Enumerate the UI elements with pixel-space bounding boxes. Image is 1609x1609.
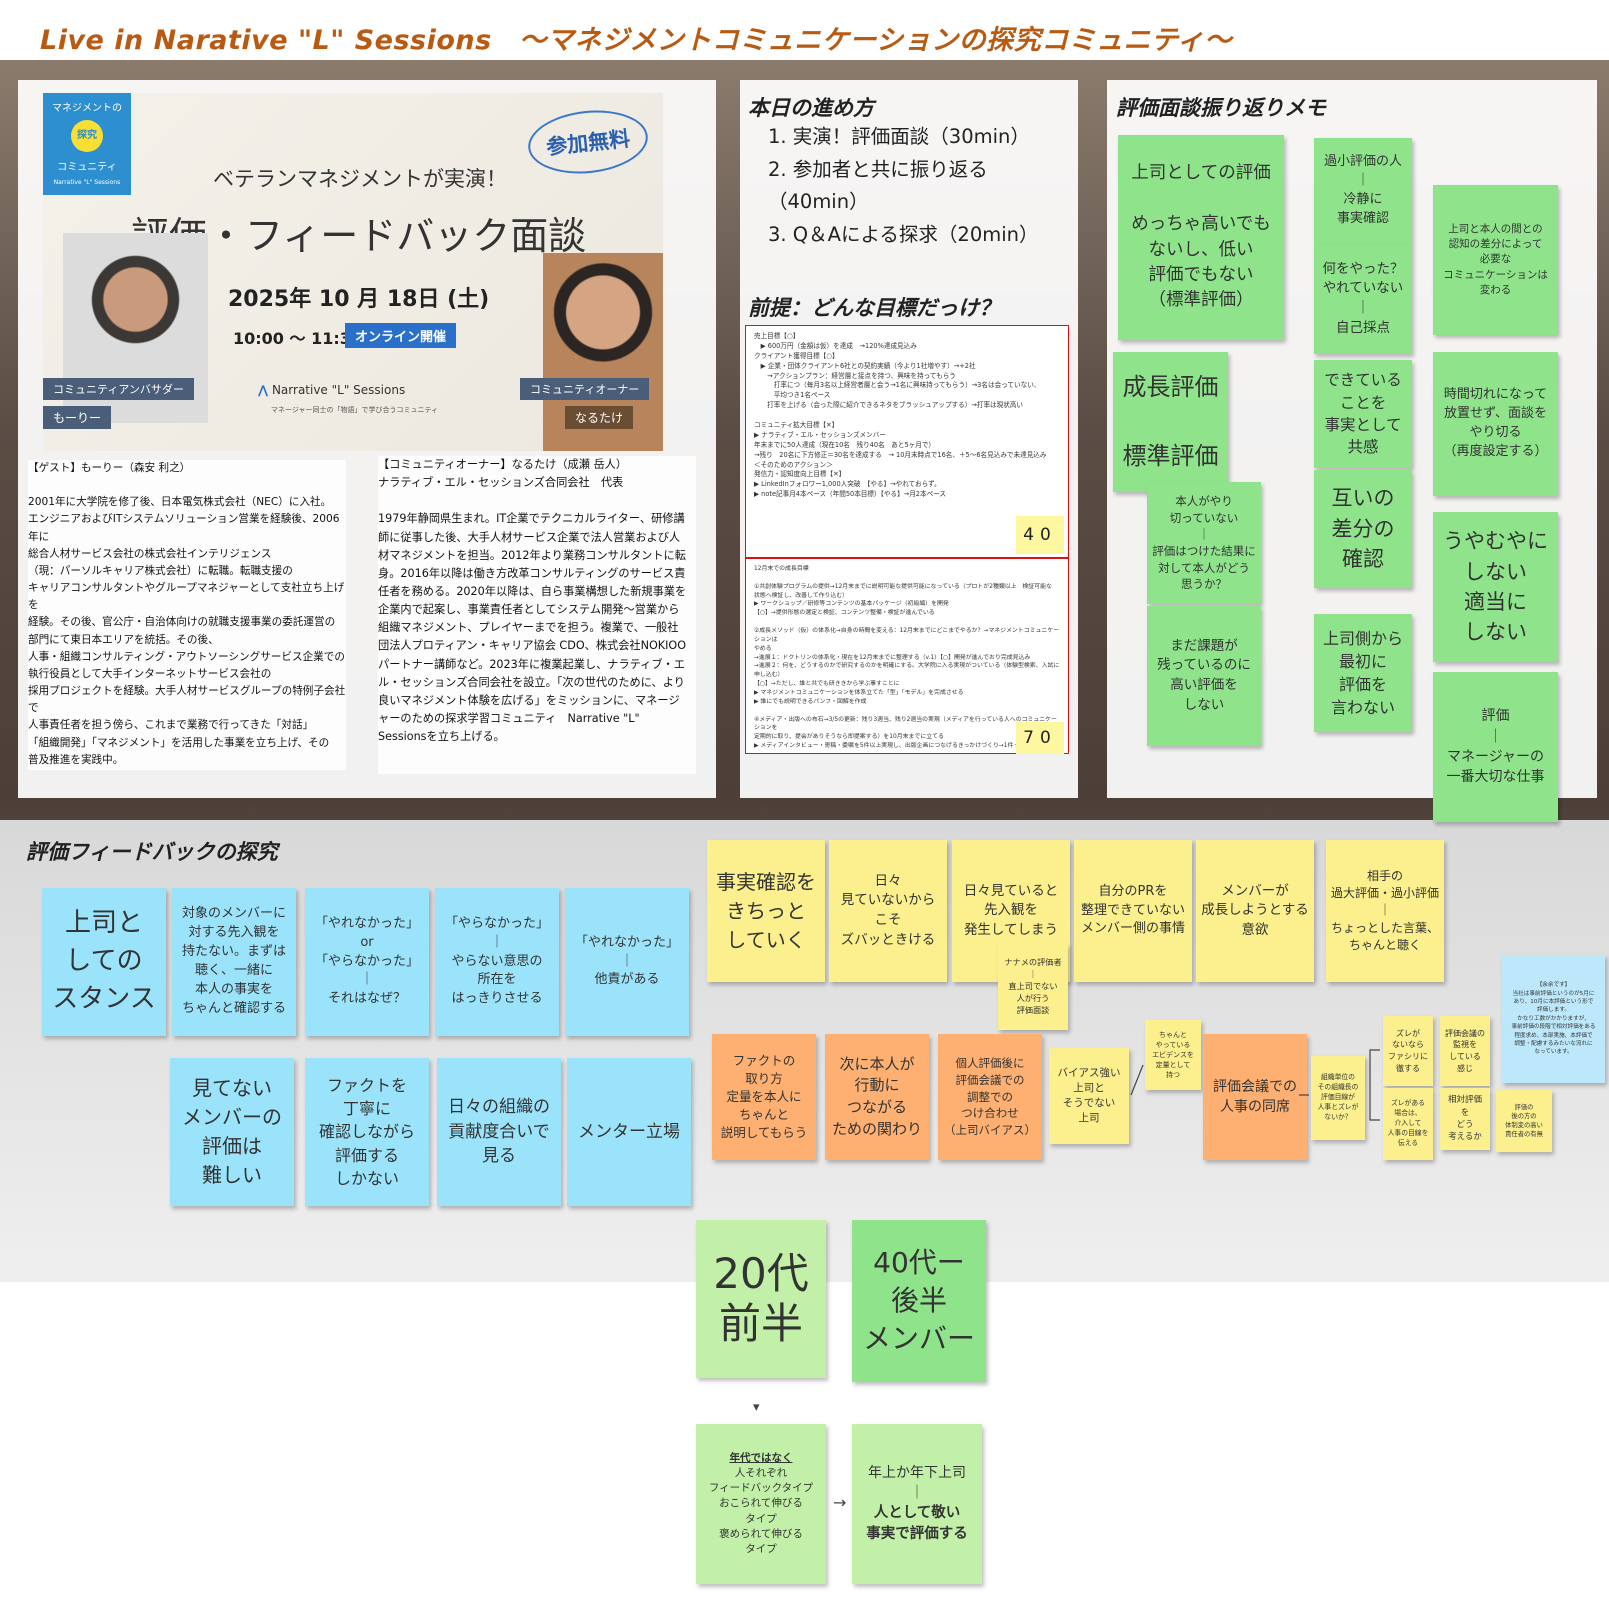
sticky-not-vague[interactable]: うやむやに しない 適当に しない	[1433, 512, 1558, 662]
flyer-logo: ⋀ Narrative "L" Sessions	[258, 383, 405, 397]
sticky-not-watching[interactable]: 日々 見ていないから こそ ズバッときける	[829, 840, 947, 982]
reflection-heading: 評価面談振り返りメモ	[1116, 96, 1326, 120]
sticky-fact-check[interactable]: 事実確認を きちっと していく	[707, 840, 825, 982]
logo-text: Narrative "L" Sessions	[271, 383, 406, 397]
sticky-fact-method[interactable]: ファクトの 取り方 定量を本人に ちゃんと 説明してもらう	[712, 1034, 816, 1160]
sticky-twenties[interactable]: 20代 前半	[696, 1220, 826, 1378]
page-title: Live in Narative "L" Sessions 〜マネジメントコミュ…	[40, 25, 1233, 56]
logo-icon: ⋀	[258, 383, 269, 397]
sticky-self-score[interactable]: 何をやった？ やれていない ｜ 自己採点	[1314, 244, 1412, 354]
flyer-time: 10:00 〜 11:30	[233, 329, 363, 348]
right-name-label: なるたけ	[565, 406, 634, 429]
respect-bold: 人として敬い 事実で評価する	[866, 1505, 968, 1543]
sticky-growth-motivation[interactable]: メンバーが 成長しようとする 意欲	[1196, 840, 1314, 982]
sticky-next-action[interactable]: 次に本人が 行動に つながる ための関わり	[825, 1034, 929, 1160]
right-arrow-icon: →	[833, 1493, 847, 1512]
connector-3	[1369, 1049, 1380, 1121]
sticky-hard-to-evaluate[interactable]: 見てない メンバーの 評価は 難しい	[170, 1058, 294, 1206]
online-badge: オンライン開催	[345, 323, 457, 348]
sticky-no-prejudice[interactable]: 対象のメンバーに 対する先入観を 持たない。まずは 聴く、一緒に 本人の事実を …	[172, 888, 296, 1036]
left-role-label: コミュニティアンバサダー	[43, 378, 194, 400]
explore-heading: 評価フィードバックの探究	[26, 840, 278, 864]
sticky-facilitate[interactable]: ズレが ないなら ファシリに 徹する	[1383, 1016, 1433, 1086]
sticky-relative-evaluation[interactable]: 相対評価を どう 考えるか	[1440, 1088, 1490, 1150]
sticky-check-facts[interactable]: ファクトを 丁寧に 確認しながら 評価する しかない	[305, 1058, 429, 1206]
sticky-mentor[interactable]: メンター立場	[567, 1058, 691, 1206]
right-role-label: コミュニティオーナー	[520, 378, 650, 400]
sticky-finish-interview[interactable]: 時間切れになって 放置せず、面談を やり切る （再度設定する）	[1433, 352, 1558, 496]
owner-bio: 【コミュニティオーナー】なるたけ（成瀬 岳人） ナラティブ・エル・セッションズ合…	[378, 456, 696, 774]
down-arrow-icon: ▾	[753, 1400, 760, 1415]
flyer-subtitle: ベテランマネジメントが実演！	[213, 167, 507, 191]
sticky-perception-gap[interactable]: 上司と本人の間との 認知の差分によって 必要な コミュニケーションは 変わる	[1433, 185, 1558, 335]
score-note-2: 70	[1016, 722, 1064, 754]
book-badge: 探究	[71, 120, 103, 152]
score-note-1: 40	[1016, 516, 1064, 554]
sticky-monitoring[interactable]: 評価会議の 監視を している 感じ	[1440, 1016, 1490, 1086]
book-line2: コミュニティ	[57, 162, 117, 173]
left-name-label: もーりー	[43, 406, 112, 429]
goal-text-1: 売上目標【○】 ▶ 600万円（金額は仮）を達成 →120%達成見込み クライア…	[754, 332, 1047, 499]
sticky-respect[interactable]: 年上か年下上司 ｜ 人として敬い 事実で評価する	[852, 1424, 982, 1584]
sticky-supervisor-evaluation[interactable]: 上司としての評価 めっちゃ高いでも ないし、低い 評価でもない （標準評価）	[1118, 135, 1284, 340]
sticky-remaining-issues[interactable]: まだ課題が 残っているのに 高い評価を しない	[1147, 606, 1261, 746]
sticky-not-done[interactable]: 本人がやり 切っていない ｜ 評価はつけた結果に 対して本人がどう 思うか？	[1147, 482, 1261, 604]
sticky-underestimate[interactable]: 過小評価の人 ｜ 冷静に 事実確認	[1314, 138, 1412, 244]
sticky-contribution[interactable]: 日々の組織の 貢献度合いで 見る	[437, 1058, 561, 1206]
book-line1: マネジメントの	[52, 103, 122, 114]
sticky-not-by-age[interactable]: 年代ではなく 人それぞれ フィードバックタイプ おこられて伸びる タイプ 褒めら…	[696, 1424, 826, 1584]
sticky-dont-speak-first[interactable]: 上司側から 最初に 評価を 言わない	[1314, 614, 1412, 732]
sticky-could-or-would[interactable]: 「やれなかった」 or 「やらなかった」 ｜ それはなぜ？	[305, 888, 429, 1036]
respect-top: 年上か年下上司 ｜	[868, 1464, 966, 1501]
sticky-post-responsible[interactable]: 評価の 後の方の 体制変の高い 責任者の有無	[1496, 1090, 1552, 1152]
sticky-alignment[interactable]: 組織単位の その組織長の 評価目線が 人事とズレが ないか？	[1311, 1056, 1365, 1140]
sticky-intervene[interactable]: ズレがある 場合は、 介入して 人事の目線を 伝える	[1383, 1088, 1433, 1160]
sticky-growth-evaluation[interactable]: 成長評価 標準評価	[1113, 352, 1228, 492]
flyer-logo-sub: マネージャー同士の「物語」で学び合うコミュニティ	[271, 406, 439, 414]
goal-box-1: 売上目標【○】 ▶ 600万円（金額は仮）を達成 →120%達成見込み クライア…	[745, 325, 1069, 558]
sticky-over-under[interactable]: 相手の 過大評価・過小評価 ｜ ちょっとした言葉、 ちゃんと聴く	[1326, 840, 1444, 982]
goal-text-2: 12月末での成長目標 ①共創体験プログラムの提供→12月末までに説明可能な提供可…	[754, 566, 1060, 750]
flyer-date: 2025年 10 月 18日 (土)	[228, 287, 490, 312]
not-by-age-body: 人それぞれ フィードバックタイプ おこられて伸びる タイプ 褒められて伸びる タ…	[708, 1466, 814, 1556]
sticky-could-not[interactable]: 「やれなかった」 ｜ 他責がある	[565, 888, 689, 1036]
sticky-biased-boss[interactable]: バイアス強い 上司と そうでない 上司	[1049, 1048, 1129, 1144]
sticky-company-note[interactable]: 【余余です】 当社は事前評価というのが5月に あり、10月に本評価という形で 評…	[1502, 955, 1605, 1083]
connector-1	[1130, 1064, 1144, 1096]
sticky-empathize[interactable]: できている ことを 事実として 共感	[1314, 360, 1412, 468]
sticky-self-pr[interactable]: 自分のPRを 整理できていない メンバー側の事情	[1074, 840, 1192, 982]
sticky-evidence[interactable]: ちゃんと やっている エビデンスを 定量として 持つ	[1145, 1020, 1201, 1090]
event-flyer: マネジメントの 探究 コミュニティ Narrative "L" Sessions…	[43, 93, 663, 451]
sticky-evaluation-important[interactable]: 評価 ｜ マネージャーの 一番大切な仕事	[1433, 672, 1558, 822]
not-by-age-title: 年代ではなく	[729, 1451, 793, 1464]
agenda-heading: 本日の進め方	[748, 96, 874, 120]
goal-box-2: 12月末での成長目標 ①共創体験プログラムの提供→12月末までに説明可能な提供可…	[745, 558, 1069, 754]
book-sub: Narrative "L" Sessions	[53, 179, 121, 186]
sticky-calibration[interactable]: 個人評価後に 評価会議での 調整での つけ合わせ （上司バイアス）	[938, 1034, 1042, 1160]
guest-bio: 【ゲスト】もーりー（森安 利之） 2001年に大学院を修了後、日本電気株式会社（…	[28, 460, 346, 770]
sticky-stance[interactable]: 上司と しての スタンス	[42, 888, 166, 1036]
book-cover: マネジメントの 探究 コミュニティ Narrative "L" Sessions	[43, 93, 131, 195]
sticky-diagonal-evaluator[interactable]: ナナメの評価者 ｜ 直上司でない 人が行う 評価面談	[998, 944, 1068, 1030]
agenda-list: 1. 実演！評価面談（30min） 2. 参加者と共に振り返る（40min） 3…	[768, 125, 1039, 246]
sticky-did-not[interactable]: 「やらなかった」 ｜ やらない意思の 所在を はっきりさせる	[435, 888, 559, 1036]
sticky-hr-attendance[interactable]: 評価会議での 人事の同席	[1203, 1034, 1307, 1160]
sticky-forties[interactable]: 40代ー 後半 メンバー	[852, 1220, 986, 1382]
premise-heading: 前提：どんな目標だっけ？	[748, 296, 1000, 320]
sticky-difference[interactable]: 互いの 差分の 確認	[1314, 470, 1412, 588]
